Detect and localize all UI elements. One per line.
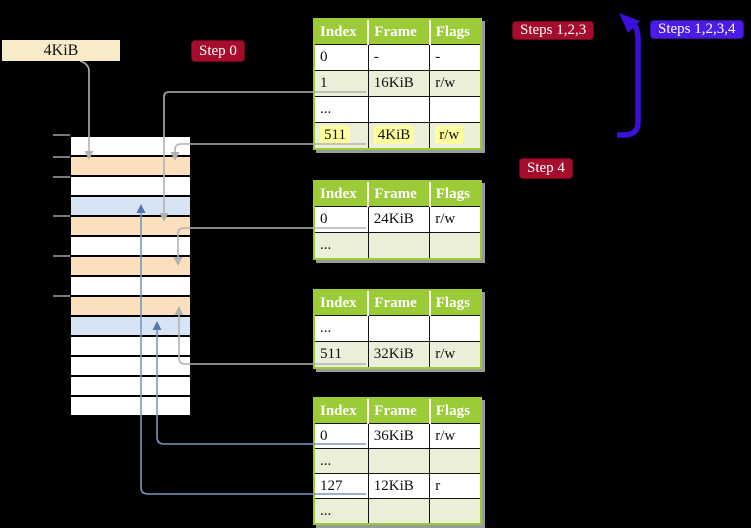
table-header-cell: Flags (428, 399, 480, 424)
table-row: 511 4KiB r/w (315, 122, 480, 148)
step0-badge: Step 0 (191, 40, 245, 62)
table-cell (429, 498, 480, 523)
memory-frame-row-4 (71, 217, 190, 235)
memory-frame-row-0 (71, 137, 190, 155)
table-cell (367, 96, 430, 123)
arrowhead-up-left-icon (619, 13, 640, 33)
table-cell: r/w (429, 341, 480, 367)
table-cell (367, 448, 430, 474)
table-header-cell: Frame (367, 20, 430, 45)
table-cell: - (367, 44, 430, 71)
table-cell (367, 232, 430, 258)
memory-frame-row-11 (71, 357, 190, 375)
memory-tick (53, 295, 70, 297)
table-cell: 24KiB (367, 206, 430, 233)
highlighted-value: r/w (435, 126, 464, 144)
table-cell (429, 448, 480, 474)
table-header-cell: Index (315, 182, 369, 207)
table-cell (367, 315, 430, 342)
physical-memory-column (71, 137, 190, 415)
table-row: ... (315, 96, 480, 123)
table-cell: ... (315, 448, 369, 474)
table-cell (367, 498, 430, 523)
table-cell: ... (315, 498, 369, 523)
table-cell: r (429, 473, 480, 499)
table-cell: 511 (315, 341, 369, 367)
memory-frame-row-7 (71, 277, 190, 295)
table-cell: 16KiB (367, 70, 430, 97)
table-cell: 4KiB (367, 122, 430, 148)
memory-tick (53, 156, 70, 158)
memory-tick (53, 134, 70, 136)
memory-frame-row-1 (71, 157, 190, 175)
memory-frame-row-2 (71, 177, 190, 195)
table-header-cell: Index (315, 291, 369, 316)
table-header-cell: Flags (428, 291, 480, 316)
table-header-cell: Index (315, 399, 369, 424)
table-cell: r/w (429, 423, 480, 449)
table-row: 0-- (315, 44, 480, 71)
table-cell (429, 232, 480, 258)
memory-frame-row-8 (71, 297, 190, 315)
memory-frame-row-13 (71, 397, 190, 415)
table-row: ... (315, 498, 480, 523)
table-cell: ... (315, 315, 369, 342)
memory-frame-row-6 (71, 257, 190, 275)
table-row: ... (315, 232, 480, 258)
page-size-label: 4KiB (2, 40, 120, 61)
memory-tick (53, 176, 70, 178)
memory-frame-row-3 (71, 197, 190, 215)
table-cell: 0 (315, 44, 369, 71)
table-cell: 1 (315, 70, 369, 97)
table-cell: 12KiB (367, 473, 430, 499)
table-cell: - (429, 44, 480, 71)
table-cell: ... (315, 96, 369, 123)
table-cell (429, 96, 480, 123)
step4-badge: Step 4 (519, 158, 573, 179)
table-header-cell: Flags (428, 20, 480, 45)
table-header-cell: Frame (367, 291, 430, 316)
memory-frame-row-12 (71, 377, 190, 395)
memory-frame-row-10 (71, 337, 190, 355)
table-cell: r/w (429, 206, 480, 233)
table-cell: 127 (315, 473, 369, 499)
memory-frame-row-9 (71, 317, 190, 335)
table-header-cell: Frame (367, 399, 430, 424)
highlighted-value: 4KiB (373, 126, 415, 144)
steps123-badge: Steps 1,2,3 (512, 21, 595, 40)
table-cell (429, 315, 480, 342)
table-row: ... (315, 315, 480, 342)
table-header-cell: Frame (367, 182, 430, 207)
memory-frame-row-5 (71, 237, 190, 255)
table-cell: 36KiB (367, 423, 430, 449)
steps-flow-arrow (617, 19, 641, 138)
table-cell: ... (315, 232, 369, 258)
table-cell: 0 (315, 206, 369, 233)
memory-tick (53, 215, 70, 217)
table-cell: 32KiB (367, 341, 430, 367)
steps1234-badge: Steps 1,2,3,4 (650, 20, 744, 39)
table-cell: 0 (315, 423, 369, 449)
highlighted-value: 511 (320, 126, 350, 144)
table-cell: 511 (315, 122, 369, 148)
table-cell: r/w (429, 122, 480, 148)
table-header-cell: Index (315, 20, 369, 45)
table-cell: r/w (429, 70, 480, 97)
memory-tick (53, 255, 70, 257)
table-row: ... (315, 448, 480, 474)
table-header-cell: Flags (428, 182, 480, 207)
